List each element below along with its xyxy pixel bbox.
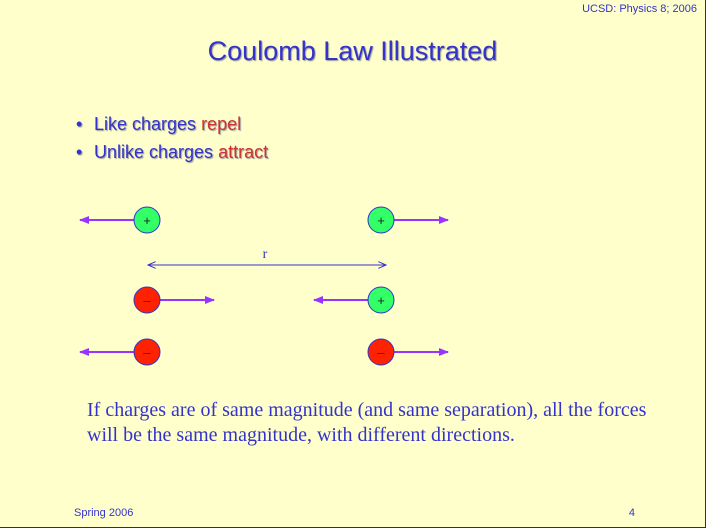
bullet-text: Unlike charges (94, 142, 219, 162)
negative-charge (367, 338, 395, 366)
positive-charge (133, 206, 161, 234)
bullet-text: Like charges (94, 114, 202, 134)
bullet-unlike-charges: • Unlike charges attract (76, 140, 268, 168)
positive-charge (367, 286, 395, 314)
bullet-like-charges: • Like charges repel (76, 112, 268, 140)
bullet-highlight: attract (218, 142, 269, 162)
negative-charge (133, 338, 161, 366)
bullet-dot-icon: • (76, 114, 83, 134)
bullet-list: • Like charges repel • Unlike charges attr… (76, 112, 268, 168)
charge-sign: + (377, 293, 385, 308)
explanation-text: If charges are of same magnitude (and sa… (87, 399, 647, 446)
charge-sign: + (143, 213, 151, 228)
charge-sign: + (377, 213, 385, 228)
footer-term: Spring 2006 (74, 507, 134, 519)
charges-group: + + – + – – (79, 206, 449, 366)
course-header: UCSD: Physics 8; 2006 (582, 3, 697, 15)
negative-charge (133, 286, 161, 314)
page-number: 4 (628, 507, 635, 519)
charge-sign: – (377, 345, 385, 360)
bullet-dot-icon: • (76, 142, 83, 162)
slide-title: Coulomb Law Illustrated (207, 36, 498, 66)
charge-sign: – (143, 345, 151, 360)
separation-label: r (263, 247, 268, 262)
charge-sign: – (143, 293, 151, 308)
bullet-highlight: repel (201, 114, 242, 134)
positive-charge (367, 206, 395, 234)
